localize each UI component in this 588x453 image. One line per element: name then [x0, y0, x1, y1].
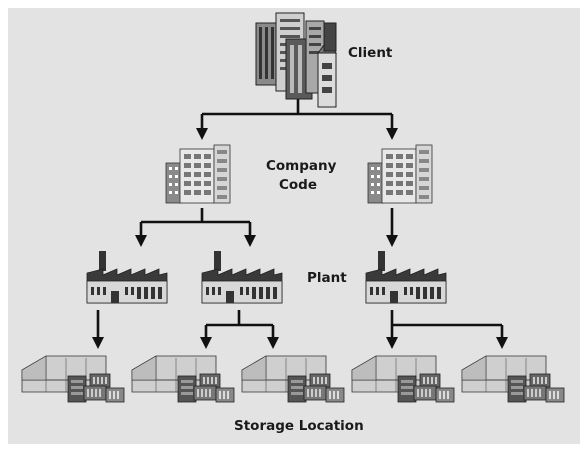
- arrowheads: [92, 128, 508, 349]
- company-code-label-line1: Company: [266, 158, 337, 174]
- plant-label: Plant: [307, 270, 347, 286]
- arrowhead-storage-location-1: [92, 337, 104, 349]
- company-code-label-line2: Code: [279, 177, 317, 193]
- arrowhead-company-code-1: [196, 128, 208, 140]
- arrowhead-plant-3: [386, 235, 398, 247]
- arrowhead-storage-location-5: [496, 337, 508, 349]
- arrowhead-storage-location-3: [267, 337, 279, 349]
- storage-location-label: Storage Location: [234, 418, 364, 434]
- connector-lines: [96, 99, 504, 338]
- client-label: Client: [348, 45, 393, 61]
- arrowhead-storage-location-2: [200, 337, 212, 349]
- arrowhead-plant-2: [244, 235, 256, 247]
- arrowhead-plant-1: [135, 235, 147, 247]
- arrowhead-storage-location-4: [386, 337, 398, 349]
- client-node: Client: [255, 12, 393, 108]
- arrowhead-company-code-2: [386, 128, 398, 140]
